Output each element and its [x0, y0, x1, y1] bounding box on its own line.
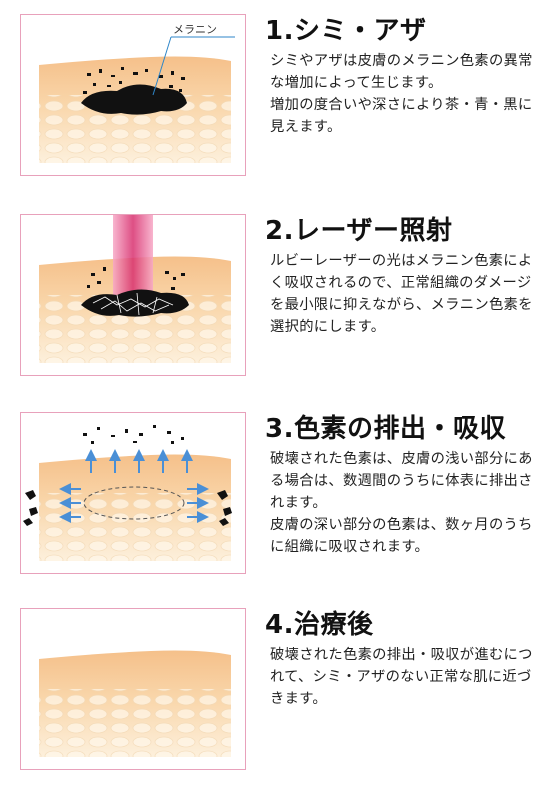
excretion-arrows — [59, 449, 209, 523]
step-1-heading: 1.シミ・アザ — [265, 16, 427, 46]
step-1: メラニン 1.シミ・アザ シミやアザは皮膚のメラニン色素の異常な増加によって生じ… — [0, 14, 550, 194]
surface-debris — [83, 425, 184, 444]
step-1-desc-line-1: シミやアザは皮膚のメラニン色素の異常な増加によって生じます。 — [270, 53, 533, 91]
laser-beam — [113, 215, 153, 299]
step-1-description: シミやアザは皮膚のメラニン色素の異常な増加によって生じます。 増加の度合いや深さ… — [270, 50, 542, 138]
step-2-description: ルビーレーザーの光はメラニン色素によく吸収されるので、正常組織のダメージを最小限… — [270, 250, 542, 338]
step-3-illustration — [20, 412, 246, 574]
step-1-illustration: メラニン — [20, 14, 246, 176]
step-4-illustration — [20, 608, 246, 770]
step-3-description: 破壊された色素は、皮膚の浅い部分にある場合は、数週間のうちに体表に排出されます。… — [270, 448, 542, 558]
step-4: 4.治療後 破壊された色素の排出・吸収が進むにつれて、シミ・アザのない正常な肌に… — [0, 608, 550, 788]
melanin-label: メラニン — [173, 23, 217, 36]
step-1-desc-line-2: 増加の度合いや深さにより茶・青・黒に見えます。 — [270, 97, 533, 135]
step-4-heading: 4.治療後 — [265, 610, 374, 640]
step-4-desc-line-1: 破壊された色素の排出・吸収が進むにつれて、シミ・アザのない正常な肌に近づきます。 — [270, 647, 533, 707]
step-3-heading: 3.色素の排出・吸収 — [265, 414, 506, 444]
melanin-patch — [81, 84, 187, 115]
step-4-description: 破壊された色素の排出・吸収が進むにつれて、シミ・アザのない正常な肌に近づきます。 — [270, 644, 542, 710]
step-3-desc-line-1: 破壊された色素は、皮膚の浅い部分にある場合は、数週間のうちに体表に排出されます。 — [270, 451, 533, 511]
step-2-illustration — [20, 214, 246, 376]
absorption-area — [83, 486, 185, 520]
side-debris — [23, 490, 232, 526]
step-2: 2.レーザー照射 ルビーレーザーの光はメラニン色素によく吸収されるので、正常組織… — [0, 214, 550, 394]
step-2-heading: 2.レーザー照射 — [265, 216, 453, 246]
step-2-desc-line-1: ルビーレーザーの光はメラニン色素によく吸収されるので、正常組織のダメージを最小限… — [270, 253, 533, 335]
step-3: 3.色素の排出・吸収 破壊された色素は、皮膚の浅い部分にある場合は、数週間のうち… — [0, 412, 550, 592]
melanin-dots — [83, 67, 185, 94]
melanin-patch — [81, 289, 189, 317]
step-3-desc-line-2: 皮膚の深い部分の色素は、数ヶ月のうちに組織に吸収されます。 — [270, 517, 533, 555]
